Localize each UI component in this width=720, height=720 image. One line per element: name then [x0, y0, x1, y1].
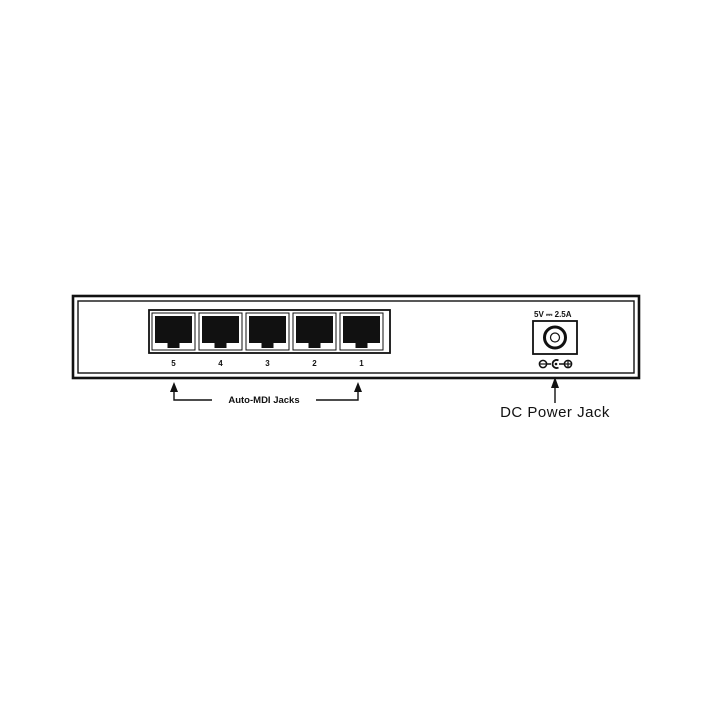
rj45-jack-icon: [155, 316, 192, 348]
rj45-jack-icon: [343, 316, 380, 348]
rj45-ports: [151, 312, 384, 351]
port-number-label: 5: [171, 359, 176, 368]
rj45-port: [151, 312, 196, 351]
rj45-jack-icon: [202, 316, 239, 348]
port-number-label: 2: [312, 359, 317, 368]
rj45-port: [198, 312, 243, 351]
chassis-inner: [77, 300, 635, 374]
auto-mdi-label: Auto-MDI Jacks: [228, 395, 299, 406]
power-jack-pin-icon: [549, 332, 561, 343]
port-number-label: 1: [359, 359, 364, 368]
rj45-port: [339, 312, 384, 351]
port-number-label: 3: [265, 359, 270, 368]
arrow-up-icon: [170, 382, 178, 392]
auto-mdi-callout: Auto-MDI Jacks: [170, 382, 362, 406]
dc-power-label: DC Power Jack: [500, 404, 610, 421]
rj45-port-block: 5 4 3 2 1: [148, 309, 391, 368]
rj45-jack-icon: [296, 316, 333, 348]
rj45-port: [245, 312, 290, 351]
port-number-labels: 5 4 3 2 1: [171, 359, 364, 368]
polarity-symbol-icon: [538, 359, 573, 369]
port-number-label: 4: [218, 359, 223, 368]
arrow-up-icon: [354, 382, 362, 392]
rj45-jack-icon: [249, 316, 286, 348]
dc-power-callout: DC Power Jack: [500, 377, 610, 421]
rj45-port: [292, 312, 337, 351]
auto-mdi-bracket-right: [316, 392, 359, 401]
auto-mdi-bracket-left: [173, 392, 212, 401]
power-rating-label: 5V ⎓ 2.5A: [534, 310, 572, 319]
dc-power-jack: 5V ⎓ 2.5A: [532, 310, 578, 369]
arrow-up-icon: [551, 377, 559, 388]
